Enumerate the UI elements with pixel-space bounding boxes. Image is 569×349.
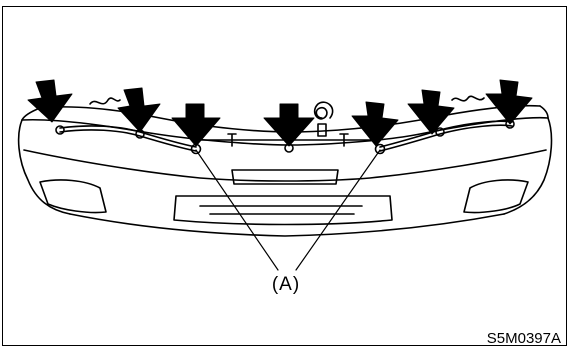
callout-label-a: (A) xyxy=(271,274,301,295)
removal-arrows xyxy=(27,79,533,147)
arrow-6 xyxy=(407,89,455,135)
arrow-4 xyxy=(263,103,315,147)
callout-leaders xyxy=(195,149,381,271)
arrow-5 xyxy=(351,101,399,147)
arrow-1 xyxy=(27,79,73,123)
figure-code: S5M0397A xyxy=(486,330,561,347)
arrow-2 xyxy=(117,87,161,133)
arrow-3 xyxy=(171,103,221,147)
arrow-7 xyxy=(485,79,533,125)
figure-frame xyxy=(2,6,567,346)
